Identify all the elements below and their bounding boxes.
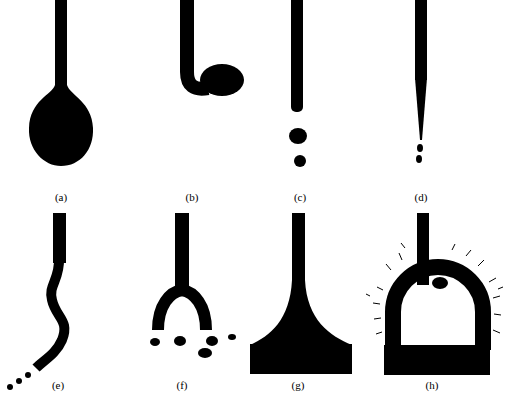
figure-label: (a) xyxy=(55,192,67,203)
figure-label: (d) xyxy=(415,192,428,203)
spreading-jet xyxy=(250,213,352,374)
figure-label: (g) xyxy=(292,380,305,391)
figure-label: (f) xyxy=(177,380,188,391)
whipping-jet xyxy=(7,213,66,390)
figure-label: (b) xyxy=(186,192,199,203)
bent-jet xyxy=(187,0,244,96)
dome-spray xyxy=(366,213,503,375)
splitting-jet xyxy=(150,213,236,358)
figure-label: (c) xyxy=(294,192,306,203)
figure-label: (h) xyxy=(426,380,439,391)
figure-label: (e) xyxy=(52,380,64,391)
pendant-drop xyxy=(29,0,93,166)
thin-jet xyxy=(415,0,427,163)
dripping-jet xyxy=(289,0,307,167)
